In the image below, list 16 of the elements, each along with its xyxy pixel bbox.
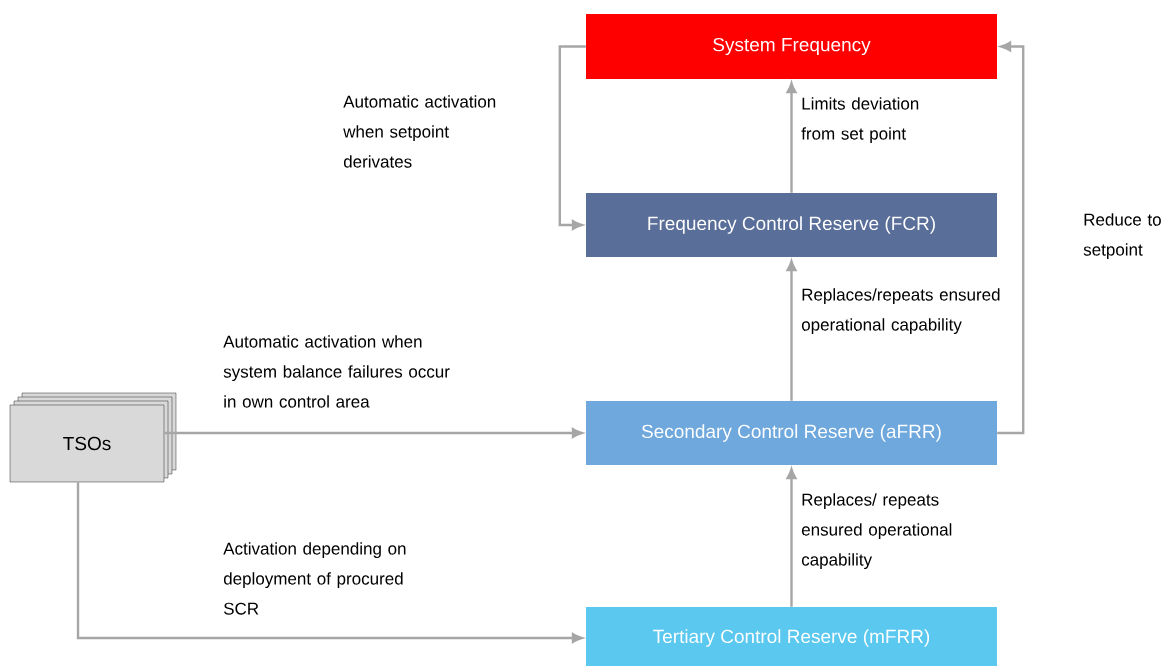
edge-label: Limits deviation from set point	[801, 97, 919, 144]
edge-label: Replaces/ repeats ensured operational capability	[801, 493, 952, 570]
edge-label: Replaces/repeats ensured operational capability	[801, 288, 1000, 335]
edge-label: Automatic activation when setpoint derivates	[343, 95, 496, 168]
edge-label: Automatic activation when system balance failures occur in own control area	[223, 335, 450, 408]
edge-label: Reduce to setpoint	[1083, 213, 1161, 260]
arrow	[997, 41, 1025, 435]
arrow	[558, 45, 586, 230]
stacked-box: TSOs	[9, 392, 177, 483]
process-box: System Frequency	[586, 14, 997, 79]
process-box: Frequency Control Reserve (FCR)	[586, 193, 997, 257]
process-box: Secondary Control Reserve (aFRR)	[586, 401, 997, 465]
process-box: Tertiary Control Reserve (mFRR)	[586, 607, 997, 666]
arrow	[164, 428, 583, 438]
edge-label: Activation depending on deployment of procured SCR	[223, 542, 406, 615]
arrow	[76, 482, 583, 643]
